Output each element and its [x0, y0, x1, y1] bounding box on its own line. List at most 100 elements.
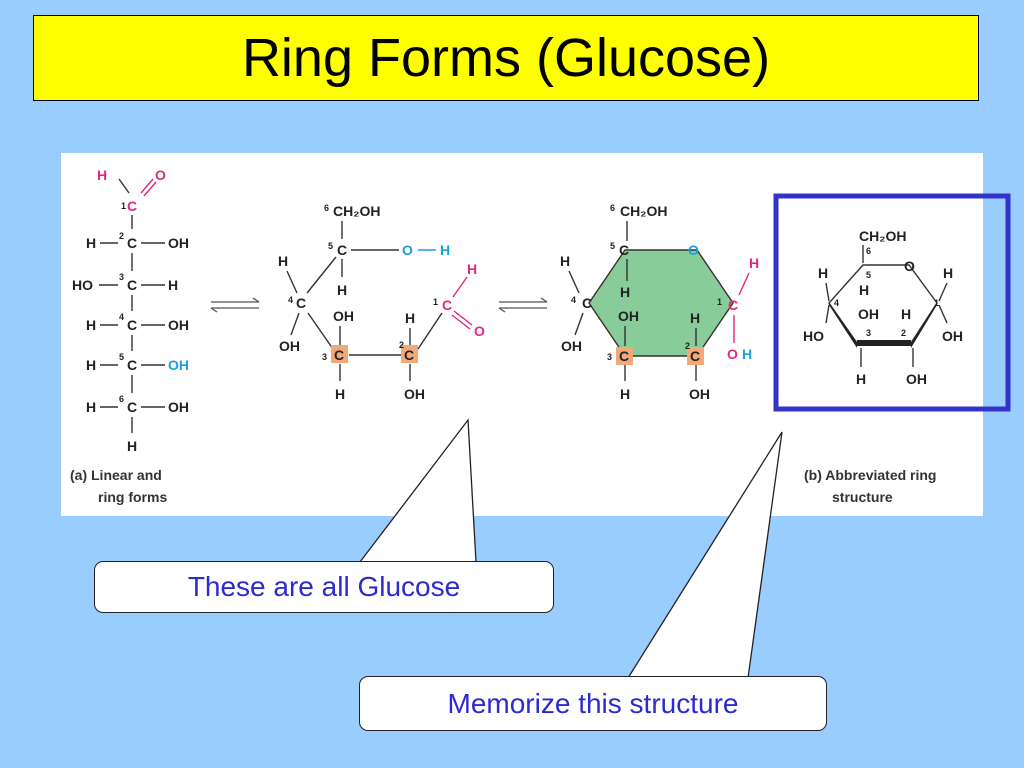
oh-label: OH	[561, 338, 582, 354]
h-label: H	[818, 265, 828, 281]
c1-label: C	[127, 198, 137, 214]
h-label: H	[405, 310, 415, 326]
carbon-number: 6	[610, 203, 615, 213]
c3-label: C	[127, 277, 137, 293]
carbon-number: 3	[119, 272, 124, 282]
callout-text: These are all Glucose	[187, 571, 461, 602]
carbon-number: 5	[610, 241, 615, 251]
h-label: H	[335, 386, 345, 402]
carbon-number: 5	[866, 270, 871, 280]
c2-label: C	[690, 348, 700, 364]
ho-label: HO	[72, 277, 93, 293]
ch2oh-label: CH₂OH	[620, 203, 667, 219]
h-label: H	[620, 284, 630, 300]
h-label: H	[440, 242, 450, 258]
h-label: H	[86, 317, 96, 333]
carbon-number: 2	[901, 328, 906, 338]
carbon-number: 4	[119, 312, 124, 322]
carbon-number: 3	[322, 352, 327, 362]
o-label: O	[402, 242, 413, 258]
equilibrium-arrow	[210, 297, 260, 313]
equilibrium-arrow	[498, 297, 548, 313]
carbon-number: 1	[717, 297, 722, 307]
caption-b: structure	[832, 489, 893, 505]
h-label: H	[337, 282, 347, 298]
c1-label: C	[728, 297, 738, 313]
h-label: H	[86, 235, 96, 251]
o-label: O	[155, 167, 166, 183]
caption-b: (b) Abbreviated ring	[804, 467, 937, 483]
c4-label: C	[582, 295, 592, 311]
carbon-number: 2	[119, 231, 124, 241]
ch2oh-label: CH₂OH	[859, 228, 906, 244]
h-label: H	[690, 310, 700, 326]
glucose-figure: H O 1 C H 2 C OH HO 3 C H H 4 C OH H 5 C…	[61, 153, 983, 516]
carbon-number: 5	[119, 352, 124, 362]
oh-label: OH	[333, 308, 354, 324]
callout-all-glucose: These are all Glucose	[94, 561, 554, 613]
h-label: H	[560, 253, 570, 269]
caption-a: (a) Linear and	[70, 467, 162, 483]
c1-label: C	[442, 297, 452, 313]
o-label: O	[474, 323, 485, 339]
ring-oxygen: O	[904, 258, 915, 274]
oh-label: OH	[618, 308, 639, 324]
slide-title: Ring Forms (Glucose)	[241, 28, 771, 88]
carbon-number: 5	[328, 241, 333, 251]
carbon-number: 3	[607, 352, 612, 362]
ring-form: 6 CH₂OH 5 C O H H 4 C OH 3 C OH H 2 C H …	[560, 203, 759, 402]
oh-label: OH	[942, 328, 963, 344]
c6-label: C	[127, 399, 137, 415]
carbon-number: 2	[399, 340, 404, 350]
callout-memorize: Memorize this structure	[359, 676, 827, 731]
carbon-number: 1	[934, 298, 939, 308]
h-label: H	[86, 357, 96, 373]
h-label: H	[859, 282, 869, 298]
ch2oh-label: CH₂OH	[333, 203, 380, 219]
c3-label: C	[334, 347, 344, 363]
oh-label: OH	[404, 386, 425, 402]
h-label: H	[278, 253, 288, 269]
oh-label: OH	[906, 371, 927, 387]
linear-form: H O 1 C H 2 C OH HO 3 C H H 4 C OH H 5 C…	[72, 167, 189, 454]
callout-text: Memorize this structure	[447, 687, 739, 719]
title-box: Ring Forms (Glucose)	[33, 15, 979, 101]
h-label: H	[467, 261, 477, 277]
carbon-number: 4	[571, 295, 576, 305]
carbon-number: 3	[866, 328, 871, 338]
ho-label: HO	[803, 328, 824, 344]
o-label: O	[727, 346, 738, 362]
c2-label: C	[127, 235, 137, 251]
oh-label: OH	[168, 399, 189, 415]
haworth-ring: CH₂OH 6 O 5 H H 4 HO OH H 3 2 H OH 1 H O…	[803, 228, 963, 387]
c5-label: C	[619, 242, 629, 258]
open-chain-form: 6 CH₂OH 5 C O H H H 4 C OH 3 C OH H 2 C …	[278, 203, 485, 402]
caption-a: ring forms	[98, 489, 167, 505]
h-label: H	[856, 371, 866, 387]
h-label: H	[86, 399, 96, 415]
glucose-diagram: H O 1 C H 2 C OH HO 3 C H H 4 C OH H 5 C…	[70, 167, 963, 505]
carbon-number: 1	[433, 297, 438, 307]
h-label: H	[620, 386, 630, 402]
h-label: H	[168, 277, 178, 293]
c5-label: C	[337, 242, 347, 258]
ring-oxygen: O	[688, 242, 699, 258]
oh-label: OH	[168, 235, 189, 251]
c4-label: C	[127, 317, 137, 333]
carbon-number: 6	[324, 203, 329, 213]
carbon-number: 6	[866, 246, 871, 256]
h-label: H	[97, 167, 107, 183]
c5-label: C	[127, 357, 137, 373]
carbon-number: 6	[119, 394, 124, 404]
carbon-number: 4	[834, 298, 839, 308]
oh-label: OH	[689, 386, 710, 402]
c4-label: C	[296, 295, 306, 311]
oh-label: OH	[168, 317, 189, 333]
h-label: H	[749, 255, 759, 271]
c2-label: C	[404, 347, 414, 363]
carbon-number: 4	[288, 295, 293, 305]
carbon-number: 2	[685, 341, 690, 351]
c3-label: C	[619, 348, 629, 364]
h-label: H	[127, 438, 137, 454]
h-label: H	[742, 346, 752, 362]
